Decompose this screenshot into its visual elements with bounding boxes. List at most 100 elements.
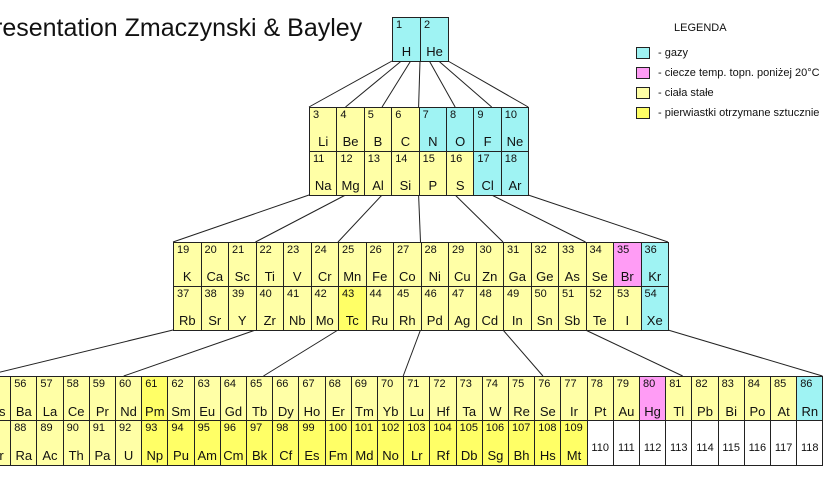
atomic-number: 58 — [66, 378, 79, 390]
element-symbol: Cd — [481, 313, 499, 328]
atomic-number: 24 — [314, 244, 327, 256]
atomic-number: 115 — [722, 442, 740, 454]
atomic-number: 97 — [250, 422, 263, 434]
element-symbol: Yb — [382, 404, 399, 419]
atomic-number: 88 — [14, 422, 27, 434]
atomic-number: 84 — [747, 378, 761, 390]
element-symbol: I — [625, 313, 630, 328]
atomic-number: 117 — [774, 442, 793, 454]
connector-line — [308, 60, 393, 108]
element-symbol: Nd — [120, 404, 137, 419]
element-cell-113: 113 — [665, 420, 693, 466]
element-symbol: Na — [314, 178, 332, 193]
atomic-number: 39 — [232, 288, 245, 300]
element-symbol: Al — [372, 178, 384, 193]
element-symbol: Md — [355, 448, 374, 463]
atomic-number: 95 — [197, 422, 210, 434]
connector-line — [447, 60, 529, 108]
atomic-number: 14 — [395, 153, 408, 165]
element-symbol: Mn — [343, 269, 362, 284]
atomic-number: 32 — [534, 244, 547, 256]
atomic-number: 98 — [276, 422, 289, 434]
element-symbol: Zn — [482, 269, 498, 284]
connector-line — [172, 194, 310, 243]
atomic-number: 34 — [589, 244, 602, 256]
atomic-number: 118 — [801, 442, 819, 454]
atomic-number: 72 — [433, 378, 446, 390]
atomic-number: 9 — [477, 109, 484, 121]
element-symbol: Tl — [673, 404, 685, 419]
atomic-number: 93 — [145, 422, 158, 434]
atomic-number: 116 — [748, 442, 767, 454]
atomic-number: 91 — [92, 422, 106, 434]
atomic-number: 107 — [512, 422, 531, 434]
connector-line — [337, 194, 383, 243]
atomic-number: 62 — [171, 378, 184, 390]
element-symbol: Th — [68, 448, 84, 463]
element-symbol: Sb — [564, 313, 581, 328]
element-symbol: F — [483, 134, 492, 149]
atomic-number: 109 — [564, 422, 583, 434]
atomic-number: 48 — [479, 288, 492, 300]
element-symbol: Ho — [303, 404, 321, 419]
element-symbol: Lr — [411, 448, 423, 463]
element-symbol: Ar — [508, 178, 522, 193]
element-symbol: At — [777, 404, 790, 419]
element-symbol: S — [455, 178, 465, 193]
element-symbol: Mt — [566, 448, 582, 463]
atomic-number: 65 — [250, 378, 263, 390]
atomic-number: 60 — [119, 378, 132, 390]
element-symbol: Ni — [428, 269, 441, 284]
atomic-number: 64 — [223, 378, 237, 390]
atomic-number: 61 — [145, 378, 158, 390]
atomic-number: 23 — [287, 244, 300, 256]
atomic-number: 75 — [512, 378, 525, 390]
atomic-number: 30 — [479, 244, 492, 256]
element-symbol: C — [400, 134, 411, 149]
atomic-number: 43 — [342, 288, 355, 300]
element-symbol: Ba — [15, 404, 32, 419]
atomic-number: 78 — [590, 378, 603, 390]
connector-line — [438, 60, 492, 108]
connector-line — [454, 194, 504, 243]
connector-line — [263, 329, 339, 377]
atomic-number: 96 — [223, 422, 237, 434]
legend-label: - ciecze temp. topn. poniżej 20°C — [658, 67, 820, 79]
element-symbol: Pu — [173, 448, 189, 463]
element-symbol: Sm — [171, 404, 191, 419]
element-symbol: Ta — [462, 404, 477, 419]
atomic-number: 113 — [670, 442, 688, 454]
atomic-number: 44 — [369, 288, 382, 300]
connector-line — [0, 329, 174, 373]
atomic-number: 2 — [424, 19, 431, 31]
atomic-number: 7 — [422, 109, 429, 121]
element-cell-114: 114 — [691, 420, 719, 466]
